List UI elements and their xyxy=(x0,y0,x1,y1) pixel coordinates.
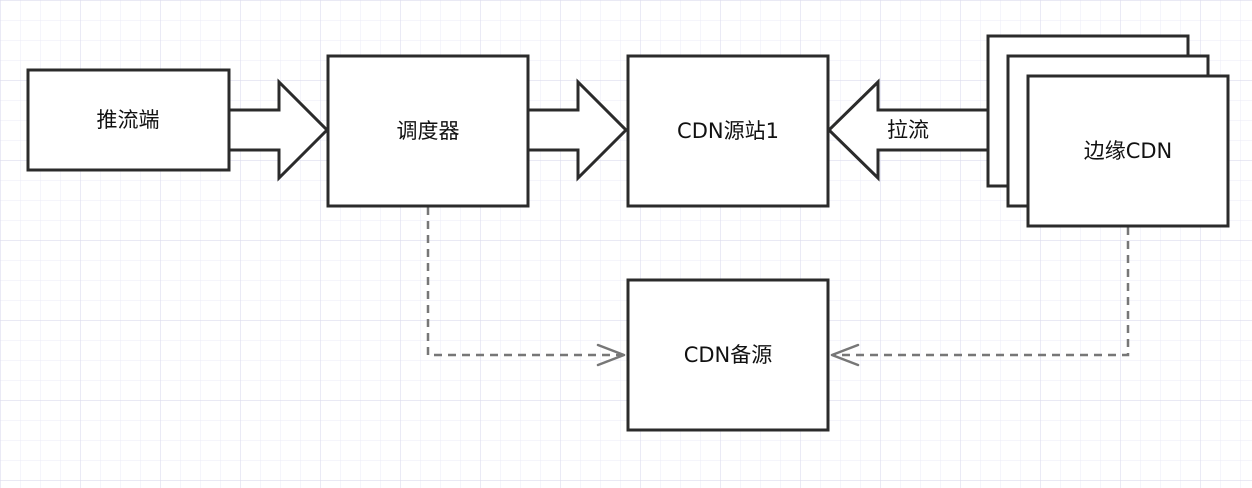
node-pusher xyxy=(26,68,231,172)
node-pusher-label: 推流端 xyxy=(97,108,160,132)
dashed-arrowhead-backup-left xyxy=(596,343,626,367)
node-edge-label: 边缘CDN xyxy=(1084,139,1173,163)
node-backup-label: CDN备源 xyxy=(684,343,773,367)
arrow-edge-to-origin xyxy=(826,78,990,182)
arrow-pusher-to-scheduler xyxy=(227,78,330,182)
dashed-line-scheduler-to-backup xyxy=(426,207,622,357)
node-backup xyxy=(626,278,830,432)
dashed-line-edge-to-backup xyxy=(834,227,1130,357)
node-edge xyxy=(1026,74,1230,228)
node-scheduler xyxy=(326,54,530,208)
node-origin-label: CDN源站1 xyxy=(677,119,779,143)
node-scheduler-label: 调度器 xyxy=(397,119,460,143)
edge-pull-label: 拉流 xyxy=(887,118,929,142)
node-origin xyxy=(626,54,830,208)
arrow-scheduler-to-origin xyxy=(526,78,629,182)
dashed-arrowhead-backup-right xyxy=(830,343,860,367)
